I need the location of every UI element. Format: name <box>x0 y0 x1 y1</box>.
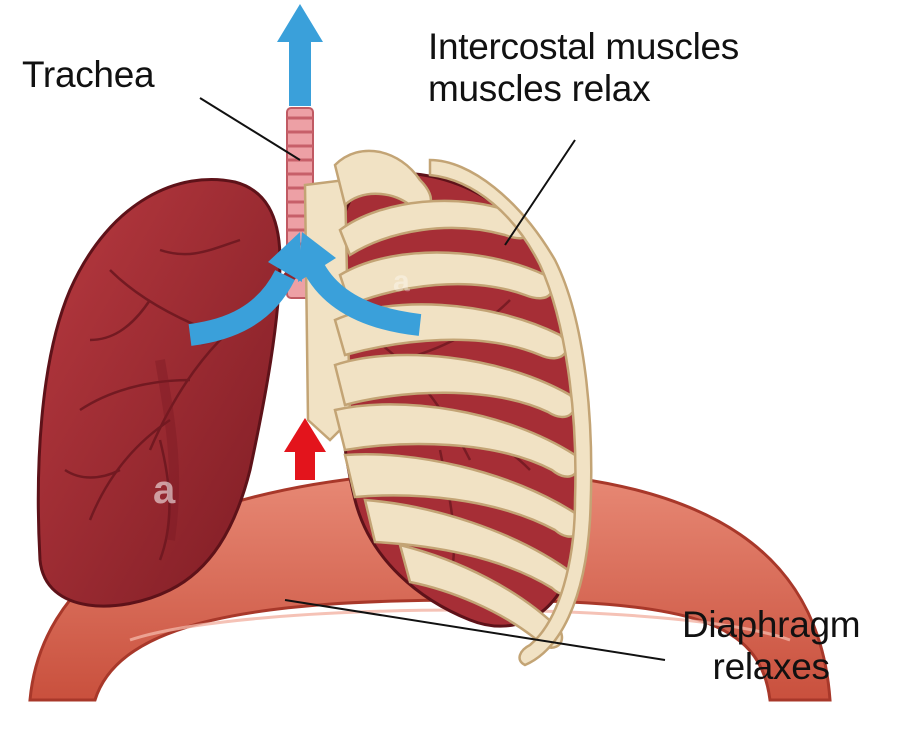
watermark-letter: a <box>393 265 410 299</box>
blue-arrow-up-icon <box>277 4 323 106</box>
watermark-letter: a <box>153 468 175 513</box>
diaphragm-label: Diaphragm relaxes <box>682 604 860 688</box>
diaphragm-label-line1: Diaphragm <box>682 604 860 646</box>
diaphragm-label-line2: relaxes <box>682 646 860 688</box>
trachea-label: Trachea <box>22 54 154 96</box>
trachea-leader <box>200 98 300 160</box>
trachea-label-text: Trachea <box>22 54 154 96</box>
intercostal-label-line1: Intercostal muscles <box>428 26 739 68</box>
intercostal-leader <box>505 140 575 245</box>
intercostal-label-line2: muscles relax <box>428 68 739 110</box>
intercostal-label: Intercostal muscles muscles relax <box>428 26 739 110</box>
